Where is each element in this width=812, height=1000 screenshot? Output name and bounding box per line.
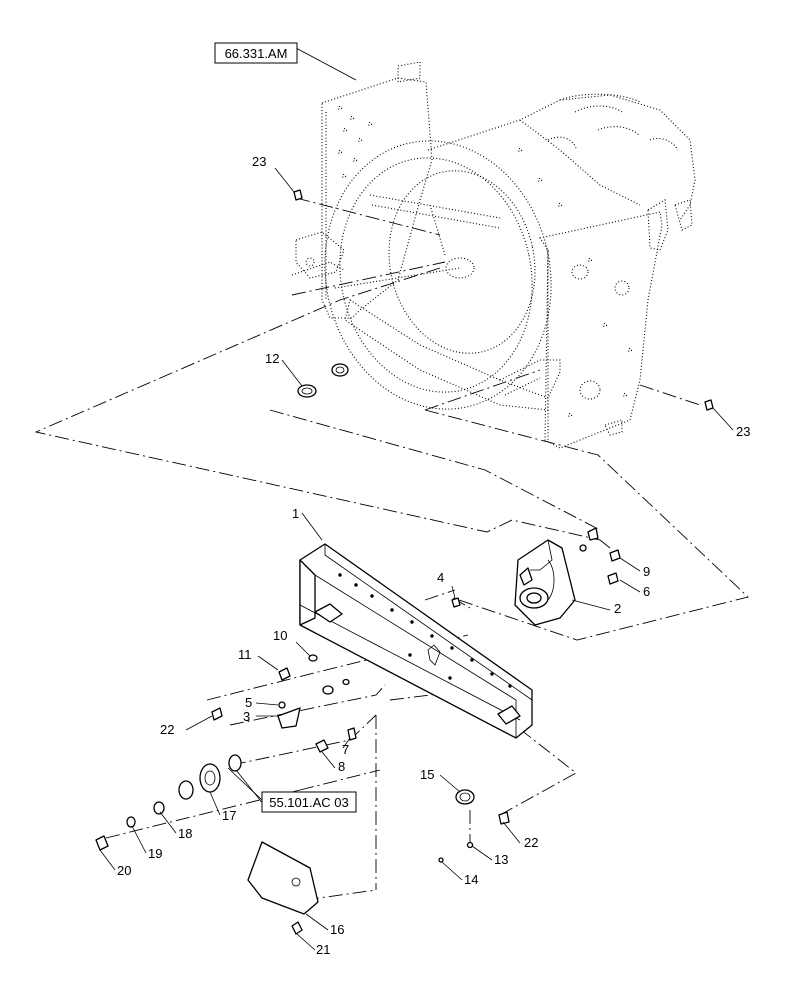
callout-18: 18: [178, 826, 192, 841]
callout-17: 17: [222, 808, 236, 823]
part-17-sprocket: [199, 763, 221, 793]
callout-23-right: 23: [736, 424, 750, 439]
callout-7: 7: [342, 742, 349, 757]
hardware: [95, 189, 714, 935]
callout-1: 1: [292, 506, 299, 521]
callout-2: 2: [614, 601, 621, 616]
part-1-frame: [299, 543, 533, 739]
callout-20: 20: [117, 863, 131, 878]
assembly-lines: [34, 197, 749, 901]
callout-6: 6: [643, 584, 650, 599]
callout-9: 9: [643, 564, 650, 579]
callout-23-top: 23: [252, 154, 266, 169]
callout-15: 15: [420, 767, 434, 782]
callout-5: 5: [245, 695, 252, 710]
leader-lines: [99, 47, 734, 951]
callout-4: 4: [437, 570, 444, 585]
callout-labels: 1 2 3 4 5 6 7 8 9 10 11 12 13 14 15 16 1…: [117, 154, 750, 957]
callout-13: 13: [494, 852, 508, 867]
reference-top: 66.331.AM: [214, 42, 298, 64]
svg-text:55.101.AC 03: 55.101.AC 03: [269, 795, 349, 810]
callout-10: 10: [273, 628, 287, 643]
svg-text:66.331.AM: 66.331.AM: [225, 46, 288, 61]
callout-8: 8: [338, 759, 345, 774]
callout-21: 21: [316, 942, 330, 957]
part-2-guard: [514, 539, 576, 626]
callout-14: 14: [464, 872, 478, 887]
part-12-snap-ring: [297, 384, 317, 398]
callout-12: 12: [265, 351, 279, 366]
part-16-plate: [247, 841, 319, 915]
callout-19: 19: [148, 846, 162, 861]
callout-16: 16: [330, 922, 344, 937]
reference-gear: 55.101.AC 03: [227, 767, 357, 813]
part-15-ring: [455, 789, 475, 805]
callout-11: 11: [238, 647, 252, 662]
housing-assembly: [291, 61, 696, 449]
callout-22-left: 22: [160, 722, 174, 737]
callout-3: 3: [243, 709, 250, 724]
callout-22-right: 22: [524, 835, 538, 850]
